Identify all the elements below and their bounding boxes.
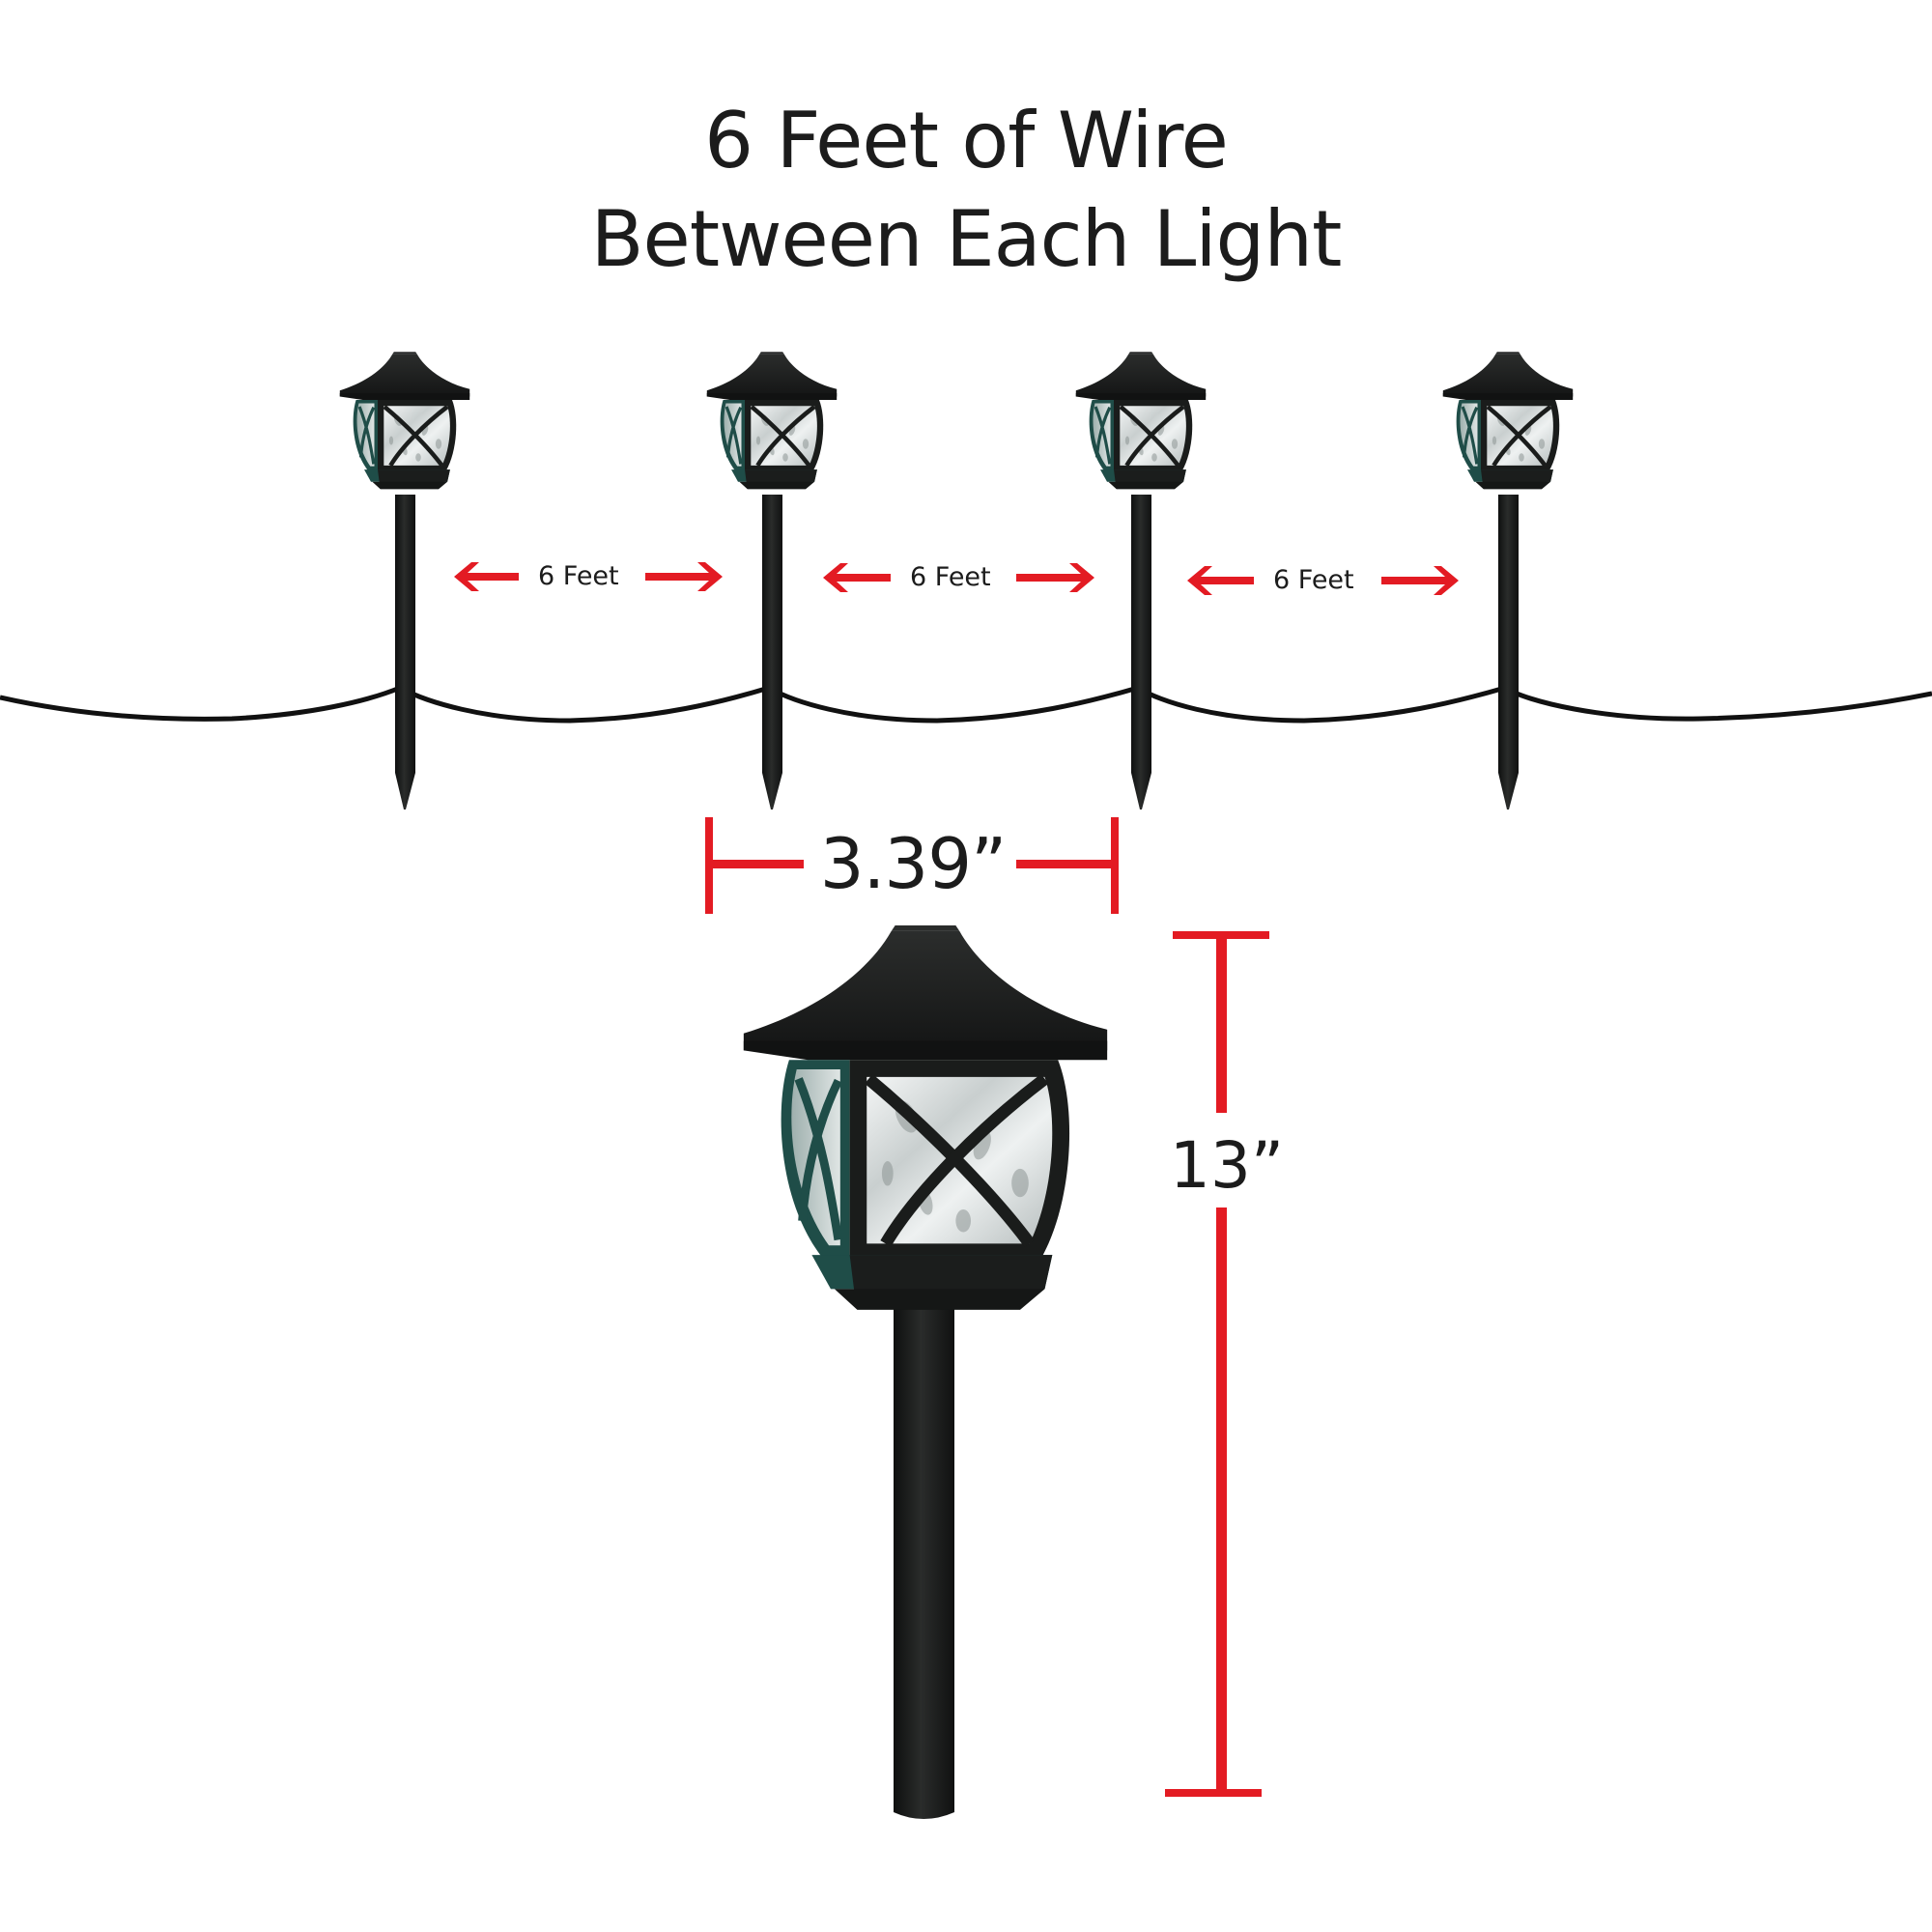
featured-light (744, 925, 1107, 1819)
width-dimension-label: 3.39” (819, 823, 1008, 904)
height-dimension-label: 13” (1169, 1128, 1285, 1203)
spacing-label-2: 6 Feet (910, 562, 991, 592)
height-dimension-bracket (1165, 931, 1269, 1797)
arrow-right-icon (1381, 566, 1459, 595)
arrow-left-icon (1187, 566, 1254, 595)
light-4 (1443, 352, 1573, 810)
connecting-wire (0, 685, 1932, 724)
light-2 (707, 352, 837, 810)
spacing-label-1: 6 Feet (538, 561, 619, 591)
light-1 (340, 352, 469, 810)
title-line-2: Between Each Light (590, 194, 1343, 284)
arrow-right-icon (645, 562, 723, 591)
spacing-label-3: 6 Feet (1273, 565, 1354, 595)
spacing-arrows-3 (1187, 566, 1459, 595)
width-dimension-bracket (705, 817, 1119, 914)
arrow-left-icon (823, 563, 891, 592)
arrow-right-icon (1016, 563, 1094, 592)
title-line-1: 6 Feet of Wire (704, 96, 1229, 185)
spacing-arrows-1 (454, 562, 723, 591)
arrow-left-icon (454, 562, 519, 591)
light-3 (1076, 352, 1206, 810)
spacing-arrows-2 (823, 563, 1094, 592)
